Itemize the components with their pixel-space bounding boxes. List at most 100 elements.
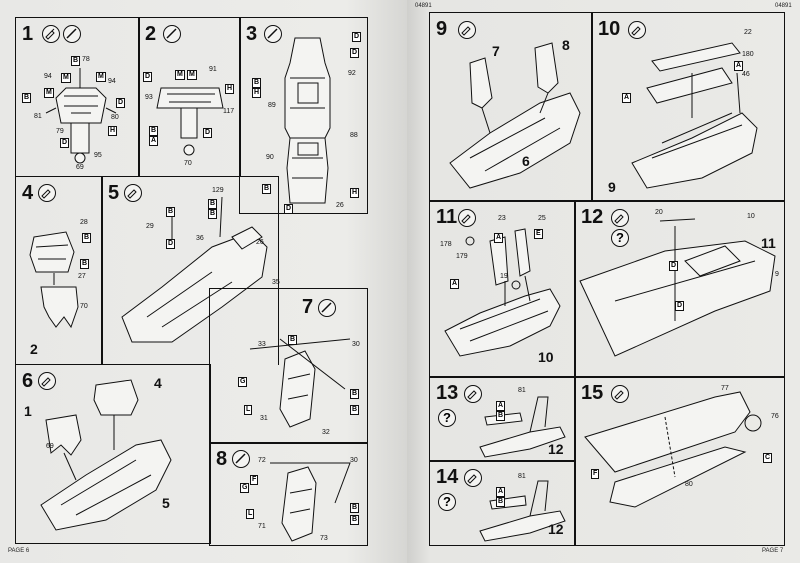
- step-7-drawing: [249, 338, 351, 428]
- color-marker: B: [350, 515, 360, 525]
- step-15-panel: 15 77 76 80 F C: [574, 376, 785, 546]
- color-marker: D: [350, 48, 360, 58]
- part-label: 91: [209, 66, 217, 73]
- color-marker: B: [82, 233, 92, 243]
- color-marker: D: [116, 98, 126, 108]
- step-9-panel: 9 7 8 6: [429, 12, 593, 202]
- color-marker: B: [166, 207, 176, 217]
- part-label: 81: [34, 113, 42, 120]
- part-label: 88: [350, 132, 358, 139]
- part-label: 94: [108, 78, 116, 85]
- step-number: 11: [436, 206, 458, 228]
- glue-icon: [611, 209, 629, 227]
- part-label: 90: [266, 154, 274, 161]
- step-5-drawing: [121, 196, 268, 343]
- subassembly-number: 6: [522, 153, 530, 169]
- color-marker: F: [250, 475, 259, 485]
- step-number: 5: [108, 182, 120, 204]
- paint-brush-icon: [318, 299, 336, 317]
- part-label: 81: [518, 473, 526, 480]
- step-8-panel: 8 72 30 71 73 F G L B B: [209, 442, 368, 546]
- subassembly-number: 12: [548, 521, 564, 537]
- part-label: 72: [258, 457, 266, 464]
- color-marker: B: [496, 497, 506, 507]
- step-8-drawing: [270, 462, 351, 542]
- subassembly-number: 5: [162, 495, 170, 511]
- color-marker: M: [96, 72, 106, 82]
- part-label: 27: [78, 273, 86, 280]
- part-label: 26: [336, 202, 344, 209]
- glue-icon: [611, 385, 629, 403]
- color-marker: B: [149, 126, 159, 136]
- step-14-panel: 14 ? 81 12 A B: [429, 460, 576, 546]
- color-marker: A: [496, 487, 506, 497]
- glue-icon: [38, 184, 56, 202]
- step-11-panel: 11 23 25 178 179 19 10 A E A: [429, 200, 576, 378]
- part-label: 77: [721, 385, 729, 392]
- glue-icon: [628, 21, 646, 39]
- color-marker: A: [622, 93, 632, 103]
- paint-brush-icon: [232, 450, 250, 468]
- part-label: 10: [747, 213, 755, 220]
- step-number: 3: [246, 23, 258, 45]
- part-label: 95: [94, 152, 102, 159]
- color-marker: G: [238, 377, 248, 387]
- color-marker: D: [352, 32, 362, 42]
- color-marker: D: [675, 301, 685, 311]
- subassembly-number: 1: [24, 403, 32, 419]
- step-number: 4: [22, 182, 34, 204]
- color-marker: D: [60, 138, 70, 148]
- part-label: 23: [498, 215, 506, 222]
- step-number: 1: [22, 23, 34, 45]
- glue-icon: [458, 21, 476, 39]
- part-label: 25: [538, 215, 546, 222]
- color-marker: H: [252, 88, 262, 98]
- step-number: 9: [436, 18, 448, 40]
- part-label: 69: [76, 164, 84, 171]
- part-label: 94: [44, 73, 52, 80]
- color-marker: D: [143, 72, 153, 82]
- part-label: 35: [272, 279, 280, 286]
- step-10-panel: 10 22 180 46 9 A A: [591, 12, 785, 202]
- subassembly-number: 9: [608, 179, 616, 195]
- paint-brush-icon: [163, 25, 181, 43]
- glue-icon: [124, 184, 142, 202]
- step-3-drawing: [284, 37, 331, 204]
- color-marker: M: [175, 70, 185, 80]
- color-marker: M: [44, 88, 54, 98]
- step-11-drawing: [444, 228, 561, 357]
- color-marker: M: [187, 70, 197, 80]
- part-label: 28: [80, 219, 88, 226]
- step-number: 14: [436, 466, 459, 488]
- color-marker: D: [203, 128, 213, 138]
- step-number: 7: [302, 296, 314, 318]
- color-marker: G: [240, 483, 250, 493]
- part-label: 117: [223, 108, 235, 115]
- step-13-drawing: [479, 396, 566, 458]
- part-label: 89: [268, 102, 276, 109]
- part-label: 79: [56, 128, 64, 135]
- color-marker: A: [450, 279, 460, 289]
- color-marker: L: [244, 405, 253, 415]
- color-marker: A: [149, 136, 159, 146]
- step-number: 15: [581, 382, 604, 404]
- color-marker: A: [496, 401, 506, 411]
- paint-brush-icon: [264, 25, 282, 43]
- part-label: 78: [82, 56, 90, 63]
- step-number: 2: [145, 23, 157, 45]
- part-label: 30: [350, 457, 358, 464]
- step-3-panel: 3 92 89 88 90 26 D B H D B H D: [239, 17, 368, 214]
- step-2-panel: 2 91 93 117 70 D M M H B A D: [138, 17, 241, 177]
- part-label: 19: [500, 273, 508, 280]
- part-label: 179: [456, 253, 468, 260]
- right-page: 04891 04891 PAGE 7 9 7 8 6 10: [407, 0, 800, 563]
- part-label: 129: [212, 187, 224, 194]
- step-12-panel: 12 ? 20 10 9 11 D D: [574, 200, 785, 378]
- step-6-drawing: [40, 379, 172, 531]
- step-5-panel: 5 129 29 36 26 35 B D B B: [101, 176, 280, 365]
- subassembly-number: 8: [562, 37, 570, 53]
- part-label: 71: [258, 523, 266, 530]
- step-12-drawing: [579, 218, 776, 357]
- step-1-panel: 1 78 94 94 81 79 80 69 95 B M M M B D: [15, 17, 140, 177]
